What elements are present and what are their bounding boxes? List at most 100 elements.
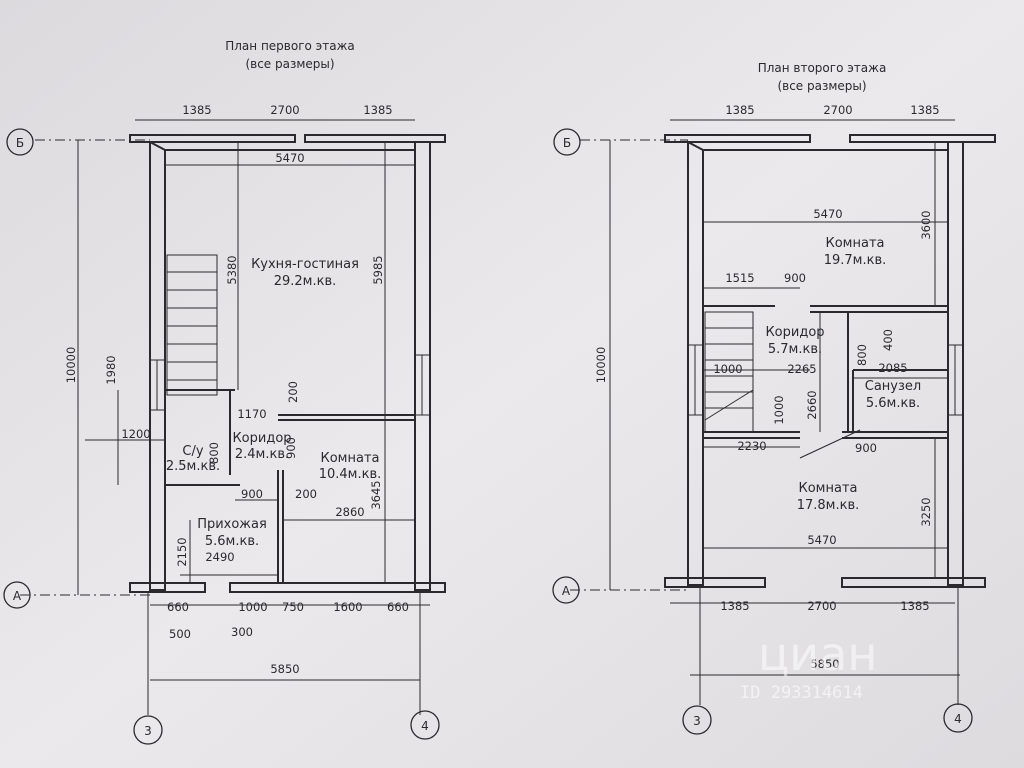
kitchen-area: 29.2м.кв. [274,274,337,289]
second-floor-walls [664,134,996,588]
dim-bottom-660-a: 660 [167,600,189,614]
p2-dim-top-right: 1385 [910,103,939,117]
first-floor-stair [166,254,218,396]
p2-dim-400: 400 [881,329,895,351]
p2-dim-1515: 1515 [725,271,754,285]
dim-bottom-500: 500 [169,627,191,641]
p2-dim-1000-b: 1000 [772,395,786,424]
p2-dim-5470-b: 5470 [807,533,836,547]
dim-200-b: 200 [295,487,317,501]
hall-area: 5.6м.кв. [205,534,259,549]
axis-3-label: 3 [144,724,152,738]
p2-dim-5470-a: 5470 [813,207,842,221]
upper-room-area: 19.7м.кв. [824,253,887,268]
upper-room-label: Комната [826,236,885,251]
wc-area: 2.5м.кв. [166,459,220,474]
hall-label: Прихожая [197,517,267,532]
dim-inner-width: 5470 [275,151,304,165]
dim-top-mid: 2700 [270,103,299,117]
axis-a-label-2: А [562,584,571,598]
dim-200-a: 200 [286,381,300,403]
dim-2860: 2860 [335,505,364,519]
bathroom-label: Санузел [865,379,921,394]
p2-dim-top-mid: 2700 [823,103,852,117]
second-floor-windows [687,344,964,416]
dim-800: 800 [207,442,221,464]
dim-1200: 1200 [121,427,150,441]
first-floor-windows [149,354,431,416]
room-area: 10.4м.кв. [319,467,382,482]
corridor-2-label: Коридор [765,325,824,340]
axis-a-marker [3,581,31,609]
second-floor-title: План второго этажа [758,61,887,75]
dim-top-right: 1385 [363,103,392,117]
dim-bottom-1000: 1000 [238,600,267,614]
second-floor-dimension-lines [570,119,960,705]
p2-dim-2085: 2085 [878,361,907,375]
axis-a-label: А [13,589,22,603]
axis-3-marker-2 [682,705,712,735]
bathroom-area: 5.6м.кв. [866,396,920,411]
p2-dim-2230: 2230 [737,439,766,453]
p2-dim-1000-a: 1000 [713,362,742,376]
axis-b-marker [6,128,34,156]
axis-a-marker-2 [552,576,580,604]
axis-3-label-2: 3 [693,714,701,728]
lower-room-label: Комната [799,481,858,496]
p2-dim-900-a: 900 [784,271,806,285]
dim-1980: 1980 [104,355,118,384]
axis-b-marker-2 [553,128,581,156]
dim-3645: 3645 [369,480,383,509]
p2-dim-total-height: 10000 [594,347,608,384]
first-floor-dimension-lines [20,119,430,715]
axis-4-marker [410,710,440,740]
p2-dim-bottom-mid: 2700 [807,599,836,613]
dim-2150: 2150 [175,537,189,566]
first-floor-walls [129,134,446,593]
axis-b-label: Б [16,136,24,150]
second-floor-stair [704,311,754,433]
dim-bottom-300: 300 [231,625,253,639]
p2-dim-800: 800 [855,344,869,366]
first-floor-labels: План первого этажа (все размеры) Б А 3 4… [13,39,429,738]
dim-900-b: 900 [241,487,263,501]
watermark-brand: циан [758,627,877,681]
dim-bottom-660-b: 660 [387,600,409,614]
axis-b-label-2: Б [563,136,571,150]
p2-dim-top-left: 1385 [725,103,754,117]
second-floor-subtitle: (все размеры) [777,79,866,93]
axis-3-marker [133,715,163,745]
wc-label: С/у [182,444,203,459]
dim-bottom-1600: 1600 [333,600,362,614]
p2-dim-3600: 3600 [919,210,933,239]
dim-bottom-750: 750 [282,600,304,614]
cian-watermark: циан ID 293314614 [740,627,877,703]
p2-dim-bottom-left: 1385 [720,599,749,613]
second-floor-plan [552,119,996,735]
axis-4-label: 4 [421,719,429,733]
p2-dim-bottom-right: 1385 [900,599,929,613]
dim-total-height: 10000 [64,347,78,384]
dim-2490: 2490 [205,550,234,564]
p2-dim-900-b: 900 [855,441,877,455]
dim-total-width: 5850 [270,662,299,676]
p2-dim-2265: 2265 [787,362,816,376]
dim-top-left: 1385 [182,103,211,117]
first-floor-title: План первого этажа [225,39,355,53]
dim-900-a: 900 [284,437,298,459]
lower-room-area: 17.8м.кв. [797,498,860,513]
room-label: Комната [321,451,380,466]
dim-height-right: 5985 [371,255,385,284]
corridor-2-area: 5.7м.кв. [768,342,822,357]
dim-1170: 1170 [237,407,266,421]
p2-dim-total-width: 5850 [810,657,839,671]
axis-4-marker-2 [943,703,973,733]
p2-dim-2660: 2660 [805,390,819,419]
p2-dim-3250: 3250 [919,497,933,526]
axis-4-label-2: 4 [954,712,962,726]
dim-height-left: 5380 [225,255,239,284]
watermark-id: ID 293314614 [740,683,863,703]
first-floor-subtitle: (все размеры) [245,57,334,71]
first-floor-plan [3,119,446,745]
